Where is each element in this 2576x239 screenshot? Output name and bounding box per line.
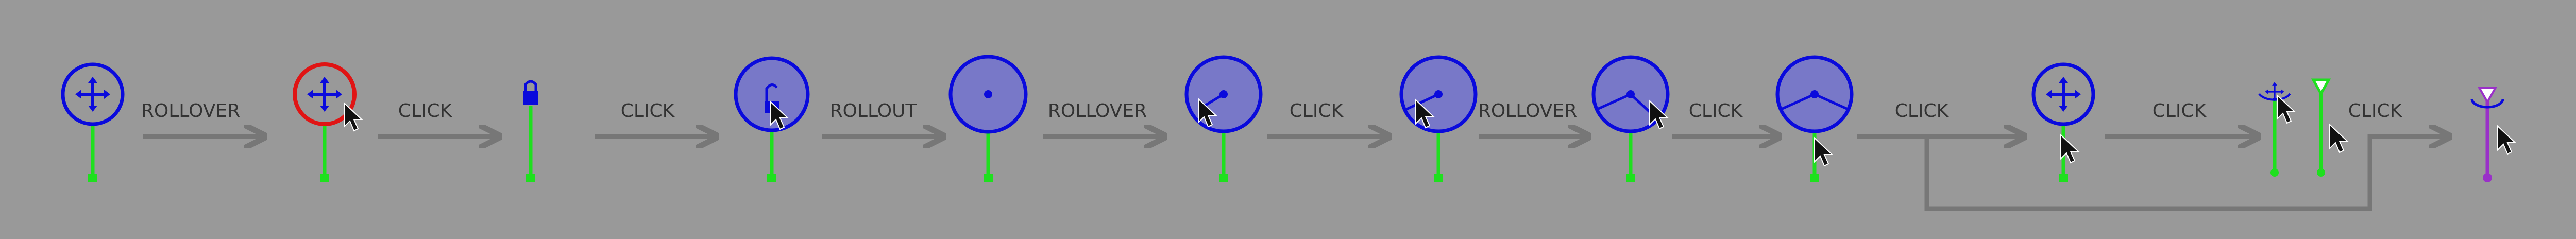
mouse-cursor-icon bbox=[1814, 138, 1833, 166]
stem-handle bbox=[767, 174, 776, 182]
center-dot-icon bbox=[1626, 90, 1635, 98]
state-disc-one-spoke-rotated bbox=[1399, 55, 1478, 182]
move-arrows-icon bbox=[307, 77, 342, 112]
ring-arc bbox=[2258, 93, 2291, 101]
stem-handle bbox=[1626, 174, 1635, 182]
transition-label-rollover: ROLLOVER bbox=[1048, 100, 1147, 122]
center-dot-icon bbox=[984, 90, 992, 98]
transition-label-click: CLICK bbox=[398, 100, 453, 122]
triangle-marker-icon bbox=[2311, 78, 2331, 97]
transition-label-click: CLICK bbox=[1895, 100, 1950, 122]
state-unlocked-disc bbox=[734, 56, 810, 182]
padlock-icon bbox=[523, 80, 538, 105]
gizmo-ring-highlight bbox=[293, 62, 357, 126]
mouse-cursor-icon bbox=[2497, 126, 2516, 155]
stem-handle bbox=[2483, 173, 2492, 182]
mouse-cursor-icon bbox=[2329, 124, 2348, 153]
transition-label-click: CLICK bbox=[2348, 100, 2403, 122]
transition-label-rollout: ROLLOUT bbox=[830, 100, 918, 122]
stem-handle bbox=[2317, 168, 2325, 177]
spoke-icon bbox=[1814, 93, 1850, 111]
move-arrows-icon bbox=[75, 77, 110, 112]
stem-handle bbox=[984, 174, 993, 182]
state-disc-two-spokes bbox=[1591, 55, 1670, 182]
state-purple-marker bbox=[2470, 87, 2516, 182]
gizmo-ring bbox=[2031, 62, 2095, 126]
stem-handle bbox=[1434, 174, 1443, 182]
center-dot-icon bbox=[1219, 90, 1228, 98]
move-arrows-icon bbox=[2046, 77, 2081, 112]
transition-label-rollover: ROLLOVER bbox=[141, 100, 240, 122]
state-move-gizmo-hover bbox=[293, 62, 362, 182]
spoke-icon bbox=[1404, 93, 1439, 111]
transition-label-click: CLICK bbox=[621, 100, 675, 122]
state-mini-gizmos bbox=[2258, 78, 2348, 177]
branch-connector bbox=[1924, 136, 2447, 211]
stem-handle bbox=[1810, 174, 1819, 182]
state-move-gizmo-reset bbox=[2031, 62, 2095, 182]
transition-label-click: CLICK bbox=[1290, 100, 1344, 122]
transition-arrows bbox=[143, 136, 2447, 211]
transition-labels: ROLLOVER CLICK CLICK ROLLOUT ROLLOVER CL… bbox=[141, 100, 2403, 122]
state-filled-disc bbox=[948, 55, 1028, 182]
transition-label-rollover: ROLLOVER bbox=[1478, 100, 1577, 122]
stem-handle bbox=[526, 174, 535, 182]
state-disc-one-spoke bbox=[1184, 55, 1263, 182]
transition-label-click: CLICK bbox=[1689, 100, 1743, 122]
stem-handle bbox=[2270, 168, 2279, 177]
state-disc-two-spokes-final bbox=[1775, 55, 1854, 182]
gizmo-ring bbox=[61, 62, 125, 126]
spoke-icon bbox=[1779, 93, 1816, 111]
gizmo-disc bbox=[734, 56, 810, 132]
stem-handle bbox=[320, 174, 329, 182]
center-dot-icon bbox=[1810, 90, 1819, 98]
stem-handle bbox=[88, 174, 97, 182]
triangle-marker-icon bbox=[2477, 87, 2498, 105]
transition-label-click: CLICK bbox=[2153, 100, 2207, 122]
stem-handle bbox=[1219, 174, 1228, 182]
mouse-cursor-icon bbox=[2277, 95, 2295, 124]
stem-handle bbox=[2059, 174, 2068, 182]
state-move-gizmo-idle bbox=[61, 62, 125, 182]
ring-arc bbox=[2470, 98, 2504, 109]
state-locked-stem bbox=[523, 80, 538, 182]
center-dot-icon bbox=[1434, 90, 1443, 98]
spoke-icon bbox=[1595, 93, 1632, 111]
